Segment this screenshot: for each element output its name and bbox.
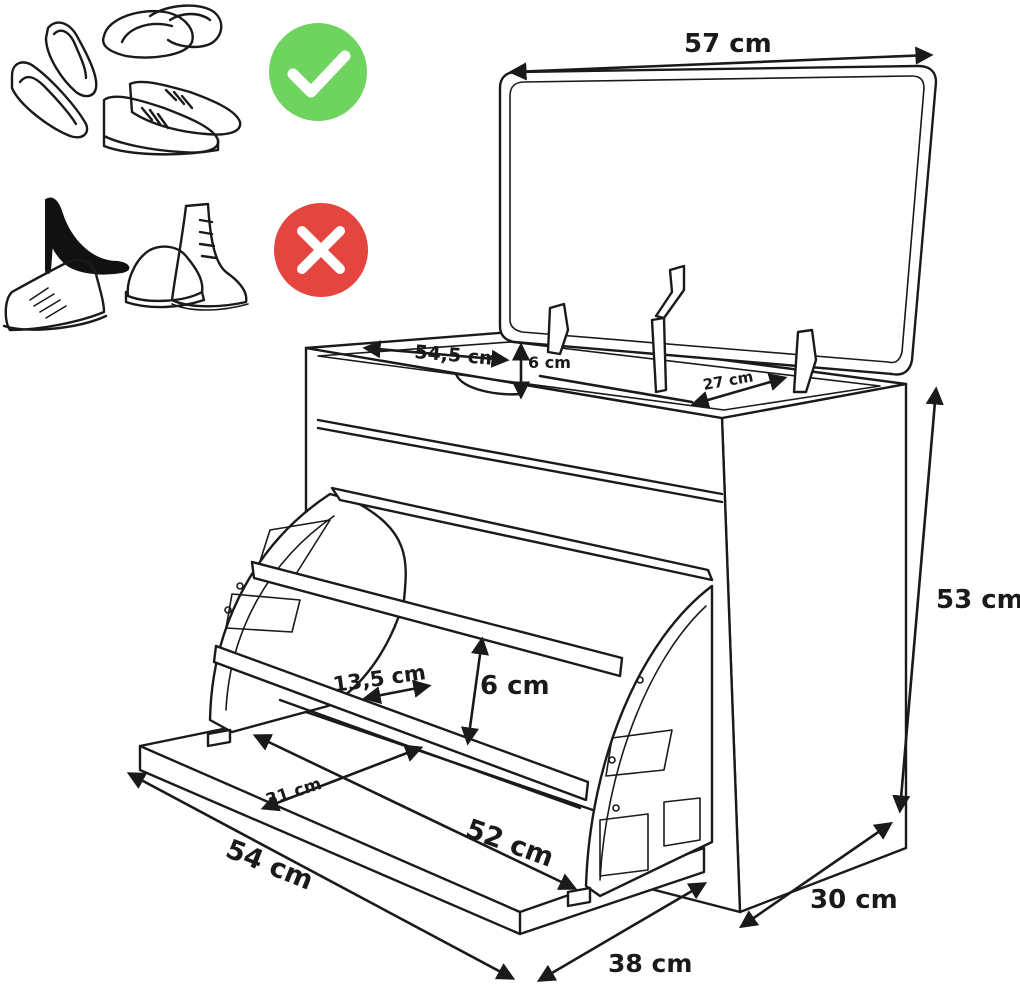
- not-allowed-shoes-illustration: [2, 197, 249, 332]
- label-height: 53 cm: [936, 585, 1020, 615]
- allowed-shoes-illustration: [10, 4, 242, 156]
- not-allowed-badge: [274, 203, 368, 297]
- dimension-lines: [126, 46, 944, 982]
- flat-shoes-icon: [10, 21, 98, 139]
- label-side-depth: 30 cm: [810, 885, 898, 915]
- cross-icon: [297, 226, 345, 274]
- lid-hinges: [546, 264, 818, 394]
- cabinet-lid: [498, 64, 938, 376]
- boots-icon: [124, 202, 249, 311]
- label-base-width: 54 cm: [221, 834, 317, 897]
- check-icon: [287, 50, 351, 98]
- slippers-icon: [101, 4, 223, 59]
- label-inner-depth: 6 cm: [528, 353, 571, 372]
- label-base-depth: 38 cm: [608, 949, 692, 978]
- sneaker-icon: [2, 258, 108, 332]
- oxford-shoes-icon: [102, 80, 242, 156]
- label-top-width: 57 cm: [684, 29, 772, 59]
- allowed-badge: [269, 23, 367, 121]
- label-shelf-gap: 6 cm: [480, 671, 550, 701]
